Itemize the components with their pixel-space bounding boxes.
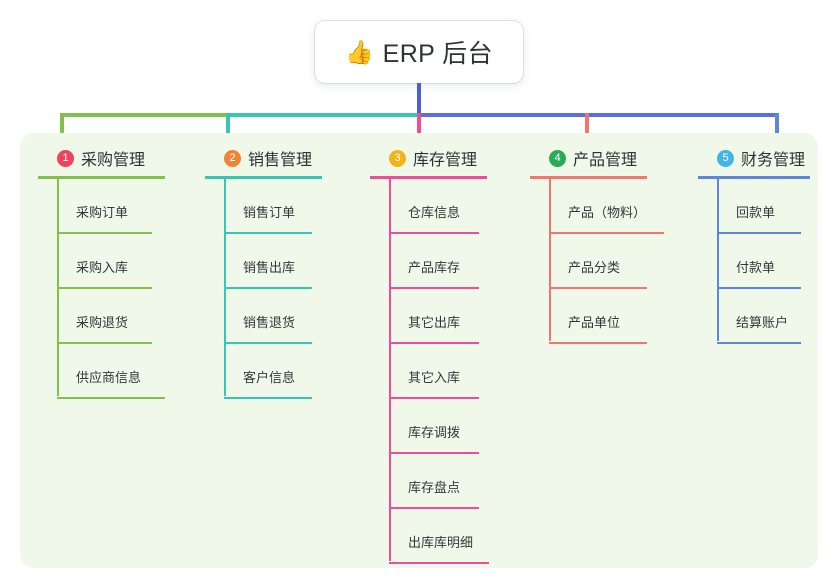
branch-column-4: 4 产品管理产品（物料） 产品分类产品单位 <box>530 145 664 344</box>
branch-item-label: 产品分类 <box>568 260 621 275</box>
branch-header-5[interactable]: 5 财务管理 <box>698 145 805 171</box>
branch-item-label: 供应商信息 <box>76 370 142 385</box>
branch-item-label: 库存盘点 <box>408 480 461 495</box>
branch-number-badge: 3 <box>389 149 406 167</box>
bus-segment-2 <box>228 113 417 117</box>
branch-item-label: 付款单 <box>736 260 776 275</box>
branch-column-2: 2 销售管理销售订单销售出库销售退货客户信息 <box>205 145 322 399</box>
branch-item-rule <box>389 287 479 289</box>
branch-title-rule <box>38 176 165 179</box>
branch-item-label: 采购入库 <box>76 260 129 275</box>
thumbs-up-icon: 👍 <box>345 38 374 65</box>
branch-title: 采购管理 <box>81 152 146 169</box>
branch-item-rule <box>57 397 165 399</box>
branch-item-label: 产品单位 <box>568 315 621 330</box>
branch-spine <box>57 176 59 396</box>
branch-title: 库存管理 <box>413 152 478 169</box>
root-node[interactable]: 👍 ERP 后台 <box>315 21 523 83</box>
bus-segment-4 <box>421 113 779 117</box>
branch-item-label: 客户信息 <box>243 370 296 385</box>
branch-item-rule <box>57 232 152 234</box>
branch-header-2[interactable]: 2 销售管理 <box>205 145 312 171</box>
branch-spine <box>717 176 719 341</box>
branch-title-rule <box>205 176 322 179</box>
branch-item-label: 产品（物料） <box>568 205 647 220</box>
branch-item-label: 仓库信息 <box>408 205 461 220</box>
branch-drop-connector-3 <box>417 113 421 148</box>
root-title: ERP 后台 <box>382 40 493 68</box>
branch-header-4[interactable]: 4 产品管理 <box>530 145 637 171</box>
branch-title-rule <box>698 176 810 179</box>
branch-drop-connector-2 <box>226 113 230 148</box>
branch-column-1: 1 采购管理采购订单采购入库采购退货供应商信息 <box>38 145 165 399</box>
branch-title-rule <box>530 176 647 179</box>
branch-header-1[interactable]: 1 采购管理 <box>38 145 145 171</box>
branch-item-rule <box>57 342 152 344</box>
branch-title: 产品管理 <box>573 152 638 169</box>
branch-item-label: 销售退货 <box>243 315 296 330</box>
branch-item-rule <box>389 507 479 509</box>
branch-item-label: 销售订单 <box>243 205 296 220</box>
branch-drop-connector-4 <box>585 113 589 148</box>
branch-item-rule <box>224 342 312 344</box>
branch-number-badge: 2 <box>224 149 241 167</box>
branch-item-label: 库存调拨 <box>408 425 461 440</box>
branch-drop-connector-1 <box>60 113 64 148</box>
branch-item-rule <box>224 397 312 399</box>
branch-item-label: 产品库存 <box>408 260 461 275</box>
branch-item-rule <box>717 287 801 289</box>
branch-item-label: 采购退货 <box>76 315 129 330</box>
branch-item-rule <box>549 232 664 234</box>
branch-item-rule <box>224 232 312 234</box>
branch-item-rule <box>389 397 479 399</box>
branch-item-rule <box>549 287 647 289</box>
branch-item-rule <box>224 287 312 289</box>
branch-item-rule <box>717 232 801 234</box>
bus-segment-1 <box>60 113 228 117</box>
branches-panel <box>20 133 818 568</box>
branch-item-rule <box>389 342 479 344</box>
branch-item-label: 销售出库 <box>243 260 296 275</box>
branch-title: 销售管理 <box>248 152 313 169</box>
branch-spine <box>549 176 551 341</box>
branch-item-label: 回款单 <box>736 205 776 220</box>
branch-item-rule <box>717 342 801 344</box>
branch-item-rule <box>57 287 152 289</box>
branch-item-rule <box>549 342 647 344</box>
branch-number-badge: 4 <box>549 149 566 167</box>
branch-item-label: 其它入库 <box>408 370 461 385</box>
branch-item-rule <box>389 232 479 234</box>
branch-spine <box>224 176 226 396</box>
branch-header-3[interactable]: 3 库存管理 <box>370 145 477 171</box>
branch-title-rule <box>370 176 487 179</box>
branch-spine <box>389 176 391 561</box>
branch-title: 财务管理 <box>741 152 806 169</box>
branch-item-label: 结算账户 <box>736 315 789 330</box>
branch-item-rule <box>389 452 479 454</box>
branch-number-badge: 5 <box>717 149 734 167</box>
branch-item-label: 出库库明细 <box>408 535 474 550</box>
branch-item-label: 其它出库 <box>408 315 461 330</box>
branch-number-badge: 1 <box>57 149 74 167</box>
root-stem-connector <box>417 83 421 115</box>
branch-column-3: 3 库存管理仓库信息产品库存其它出库其它入库库存调拨库存盘点出库库明细 <box>370 145 489 564</box>
branch-column-5: 5 财务管理回款单付款单结算账户 <box>698 145 810 344</box>
branch-item-rule <box>389 562 489 564</box>
branch-drop-connector-5 <box>775 113 779 148</box>
branch-item-label: 采购订单 <box>76 205 129 220</box>
